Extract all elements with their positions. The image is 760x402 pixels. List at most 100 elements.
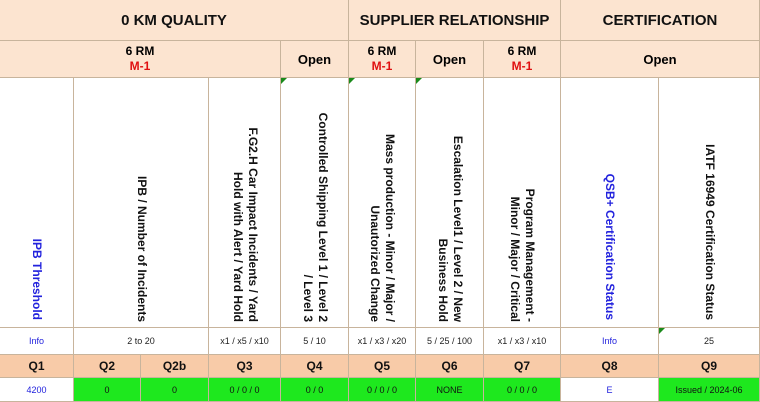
info-value: 5 / 25 / 100 [426,336,473,346]
period-0km-6rm[interactable]: 6 RM M-1 [0,41,281,78]
period-0km-open[interactable]: Open [281,41,349,78]
question-q9[interactable]: Q9 [659,355,760,378]
info-cell[interactable]: Info [0,328,74,355]
period-month-label: M-1 [129,59,151,73]
header-controlled-line2: / Level 3 [301,274,315,322]
question-label: Q9 [700,359,717,373]
info-value: Info [601,336,617,346]
period-supplier-6rm-2[interactable]: 6 RM M-1 [484,41,561,78]
header-fg2h-line2: Hold with Alert / Yard Hold [231,171,245,322]
value-q6[interactable]: NONE [416,378,484,402]
header-escalation-line2: Business Hold [436,238,450,322]
period-label: 6 RM [367,44,397,58]
question-label: Q5 [373,359,390,373]
question-q4[interactable]: Q4 [281,355,349,378]
info-value: Info [28,336,44,346]
value-q3[interactable]: 0 / 0 / 0 [209,378,281,402]
question-label: Q2b [162,359,187,373]
period-open-label: Open [297,51,332,67]
header-ipb-incidents[interactable]: IPB / Number of Incidents [74,78,209,328]
header-mass-line2: Unautorized Change [368,205,383,322]
info-cell[interactable]: Info [561,328,659,355]
question-q2b[interactable]: Q2b [141,355,209,378]
period-open-label: Open [643,51,677,67]
value-q8[interactable]: E [561,378,659,402]
question-q7[interactable]: Q7 [484,355,561,378]
question-label: Q3 [236,359,253,373]
info-cell[interactable]: 5 / 25 / 100 [416,328,484,355]
header-program-line2: Minor / Major / Critical [508,196,523,322]
question-q5[interactable]: Q5 [349,355,416,378]
period-month-label: M-1 [371,59,393,73]
value-text: 0 / 0 [305,384,324,395]
comment-marker [416,78,422,84]
header-controlled-shipping[interactable]: Controlled Shipping Level 1 / Level 2 / … [281,78,349,328]
header-fg2h-line1: F.G2.H Car Impact Incidents / Yard [246,127,260,322]
info-cell[interactable]: 2 to 20 [74,328,209,355]
question-q6[interactable]: Q6 [416,355,484,378]
header-ipb-incidents-label: IPB / Number of Incidents [135,175,149,322]
value-text: NONE [436,384,463,395]
value-q2[interactable]: 0 [74,378,141,402]
question-q8[interactable]: Q8 [561,355,659,378]
value-text: 4200 [26,384,47,395]
section-certification-label: CERTIFICATION [602,11,718,29]
section-0km-label: 0 KM QUALITY [121,11,227,29]
question-q3[interactable]: Q3 [209,355,281,378]
info-cell[interactable]: 5 / 10 [281,328,349,355]
value-text: 0 / 0 / 0 [229,384,260,395]
question-label: Q4 [306,359,323,373]
period-label: 6 RM [125,44,155,58]
value-text: 0 [171,384,177,395]
header-controlled-line1: Controlled Shipping Level 1 / Level 2 [316,112,330,322]
info-value: 25 [703,336,714,346]
value-q9[interactable]: Issued / 2024-06 [659,378,760,402]
value-q7[interactable]: 0 / 0 / 0 [484,378,561,402]
header-mass-line1: Mass production - Minor / Major / [383,133,398,322]
section-supplier-relationship[interactable]: SUPPLIER RELATIONSHIP [349,0,561,41]
header-fg2h[interactable]: F.G2.H Car Impact Incidents / Yard Hold … [209,78,281,328]
value-text: 0 / 0 / 0 [366,384,398,395]
info-value: x1 / x3 / x20 [357,336,407,346]
question-q2[interactable]: Q2 [74,355,141,378]
period-label: 6 RM [507,44,537,58]
header-iatf[interactable]: IATF 16949 Certification Status [659,78,760,328]
info-cell[interactable]: 25 [659,328,760,355]
section-0km-quality[interactable]: 0 KM QUALITY [0,0,349,41]
header-ipb-threshold-label: IPB Threshold [30,238,45,320]
info-cell[interactable]: x1 / x3 / x10 [484,328,561,355]
period-open-label: Open [432,51,467,67]
value-q1[interactable]: 4200 [0,378,74,402]
info-value: 5 / 10 [303,336,326,346]
value-q5[interactable]: 0 / 0 / 0 [349,378,416,402]
value-text: Issued / 2024-06 [675,384,743,395]
header-ipb-threshold[interactable]: IPB Threshold [0,78,74,328]
section-supplier-label: SUPPLIER RELATIONSHIP [359,11,550,29]
info-value: x1 / x3 / x10 [497,336,547,346]
comment-marker [349,78,355,84]
value-q2b[interactable]: 0 [141,378,209,402]
info-cell[interactable]: x1 / x5 / x10 [209,328,281,355]
header-qsb-label: QSB+ Certification Status [603,173,618,320]
header-escalation[interactable]: Escalation Level1 / Level 2 / New Busine… [416,78,484,328]
value-text: E [606,384,613,395]
question-q1[interactable]: Q1 [0,355,74,378]
period-supplier-open[interactable]: Open [416,41,484,78]
value-text: 0 / 0 / 0 [506,384,538,395]
section-certification[interactable]: CERTIFICATION [561,0,760,41]
header-program-line1: Program Management - [523,188,538,322]
question-label: Q7 [513,359,530,373]
info-cell[interactable]: x1 / x3 / x20 [349,328,416,355]
value-text: 0 [104,384,110,395]
period-supplier-6rm[interactable]: 6 RM M-1 [349,41,416,78]
question-label: Q8 [601,359,618,373]
header-escalation-line1: Escalation Level1 / Level 2 / New [451,135,465,322]
header-program-management[interactable]: Program Management - Minor / Major / Cri… [484,78,561,328]
header-mass-production[interactable]: Mass production - Minor / Major / Unauto… [349,78,416,328]
question-label: Q2 [98,359,115,373]
value-q4[interactable]: 0 / 0 [281,378,349,402]
period-certification-open[interactable]: Open [561,41,760,78]
header-qsb[interactable]: QSB+ Certification Status [561,78,659,328]
comment-marker [281,78,287,84]
